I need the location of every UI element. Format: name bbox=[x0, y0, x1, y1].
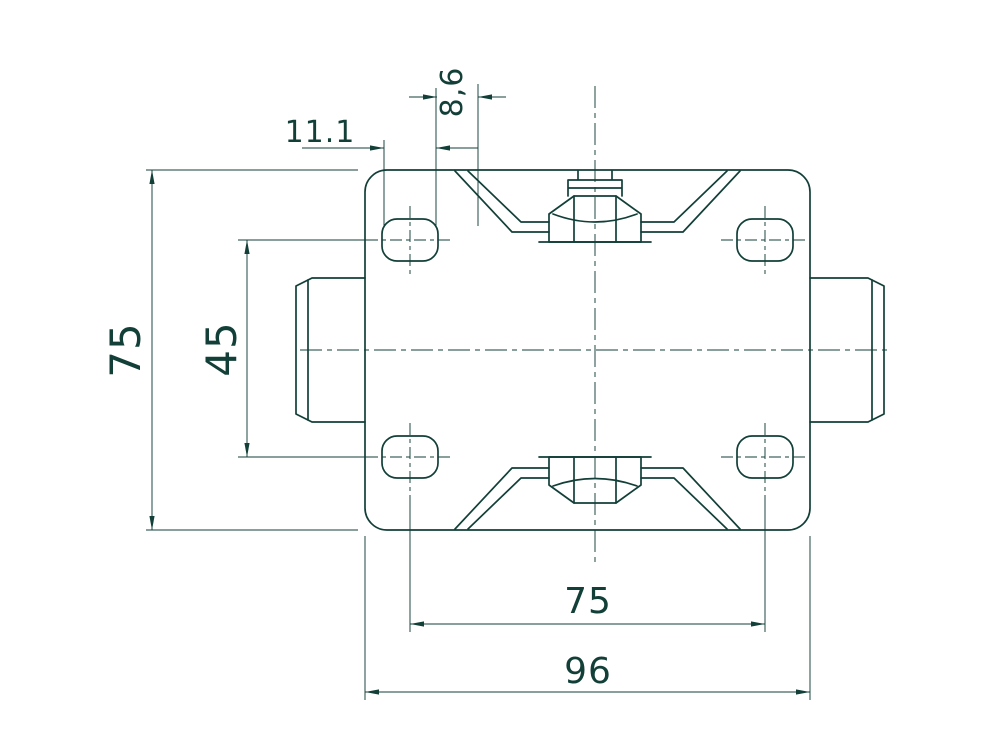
bottom-bend-outer-line bbox=[454, 467, 741, 530]
dim-label-overall-height: 75 bbox=[101, 322, 150, 377]
mounting-plate-outline bbox=[364, 169, 811, 531]
dimension-labels: 75 45 11.1 8,6 75 96 bbox=[101, 67, 612, 692]
bolt-slot-center-marks-h bbox=[366, 239, 809, 458]
dim-label-hole-spacing-v: 45 bbox=[197, 321, 246, 376]
dim-label-slot-width: 11.1 bbox=[285, 115, 356, 150]
dim-label-hole-spacing-h: 75 bbox=[564, 581, 612, 622]
top-bend-inner-line bbox=[467, 170, 728, 223]
dim-label-plate-width: 96 bbox=[564, 651, 612, 692]
center-lines bbox=[300, 86, 890, 566]
bottom-bend-inner-line bbox=[467, 477, 728, 530]
top-nut-chamfer-arc bbox=[552, 213, 638, 223]
top-nut-flats bbox=[573, 195, 617, 243]
extension-lines bbox=[146, 84, 811, 700]
top-bend-outer-line bbox=[454, 170, 741, 233]
bottom-nut-chamfer-arc bbox=[552, 477, 638, 487]
ext-11-1 bbox=[383, 88, 437, 226]
wheel-left-edge bbox=[295, 277, 366, 423]
ext-bottom-75 bbox=[409, 495, 766, 632]
ext-left-75 bbox=[146, 169, 358, 531]
dim-label-slot-offset: 8,6 bbox=[435, 67, 470, 118]
ext-45 bbox=[238, 239, 366, 458]
ext-bottom-96 bbox=[364, 536, 811, 700]
dimension-lines bbox=[149, 94, 810, 695]
bolt-slot-center-marks-v bbox=[409, 206, 766, 491]
